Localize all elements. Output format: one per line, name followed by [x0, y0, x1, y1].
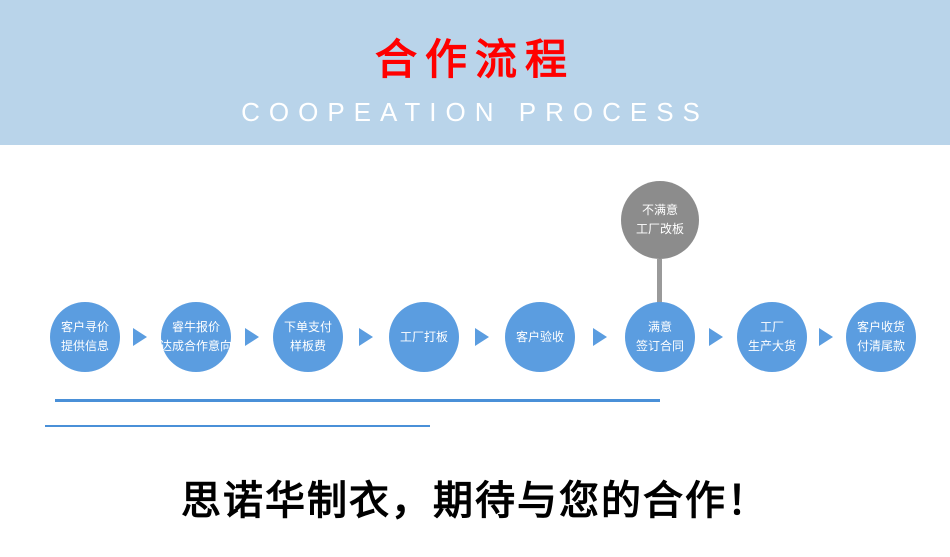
flow-node-rework: 不满意 工厂改板 — [621, 181, 699, 259]
arrow-right-icon — [359, 328, 373, 346]
flow-node-rework-label-line2: 工厂改板 — [635, 222, 684, 236]
flow-step-3-label-line2: 样板费 — [289, 339, 326, 353]
page-title: 合作流程 — [374, 36, 575, 83]
flow-step-5-label-line1: 客户验收 — [515, 329, 564, 344]
flow-step-2-label-line1: 睿牛报价 — [171, 320, 220, 335]
arrow-right-icon — [593, 328, 607, 346]
flow-step-8: 客户收货 付清尾款 — [846, 302, 916, 372]
flow-step-4: 工厂打板 — [389, 302, 459, 372]
arrow-right-icon — [709, 328, 723, 346]
flow-step-7-label-line2: 生产大货 — [747, 339, 796, 353]
flow-node-rework-label-line1: 不满意 — [641, 203, 678, 218]
flow-step-8-label-line1: 客户收货 — [856, 320, 905, 335]
arrow-right-icon — [475, 328, 489, 346]
divider-line-short — [45, 425, 430, 427]
slogan-text: 思诺华制衣，期待与您的合作！ — [181, 479, 769, 523]
flow-step-2-label-line2: 达成合作意向 — [160, 339, 233, 353]
flow-step-3-label-line1: 下单支付 — [283, 320, 332, 335]
flow-step-1: 客户寻价 提供信息 — [50, 302, 120, 372]
flow-step-4-label-line1: 工厂打板 — [399, 329, 448, 344]
flow-step-6-label-line2: 签订合同 — [635, 339, 684, 353]
rework-connector-line — [657, 259, 662, 303]
flow-step-3: 下单支付 样板费 — [273, 302, 343, 372]
flow-step-8-label-line2: 付清尾款 — [856, 339, 905, 353]
divider-line-long — [55, 399, 660, 402]
arrow-right-icon — [245, 328, 259, 346]
flow-step-7-label-line1: 工厂 — [759, 320, 784, 335]
flow-step-1-label-line1: 客户寻价 — [60, 320, 109, 335]
arrow-right-icon — [819, 328, 833, 346]
page-subtitle: COOPEATION PROCESS — [241, 97, 709, 127]
flow-step-6-label-line1: 满意 — [647, 320, 672, 335]
flow-step-1-label-line2: 提供信息 — [60, 339, 109, 353]
flow-step-7: 工厂 生产大货 — [737, 302, 807, 372]
flow-step-2: 睿牛报价 达成合作意向 — [160, 302, 233, 372]
flow-step-6: 满意 签订合同 — [625, 302, 695, 372]
flow-step-5: 客户验收 — [505, 302, 575, 372]
arrow-right-icon — [133, 328, 147, 346]
banner: 合作流程 COOPEATION PROCESS — [0, 0, 950, 145]
